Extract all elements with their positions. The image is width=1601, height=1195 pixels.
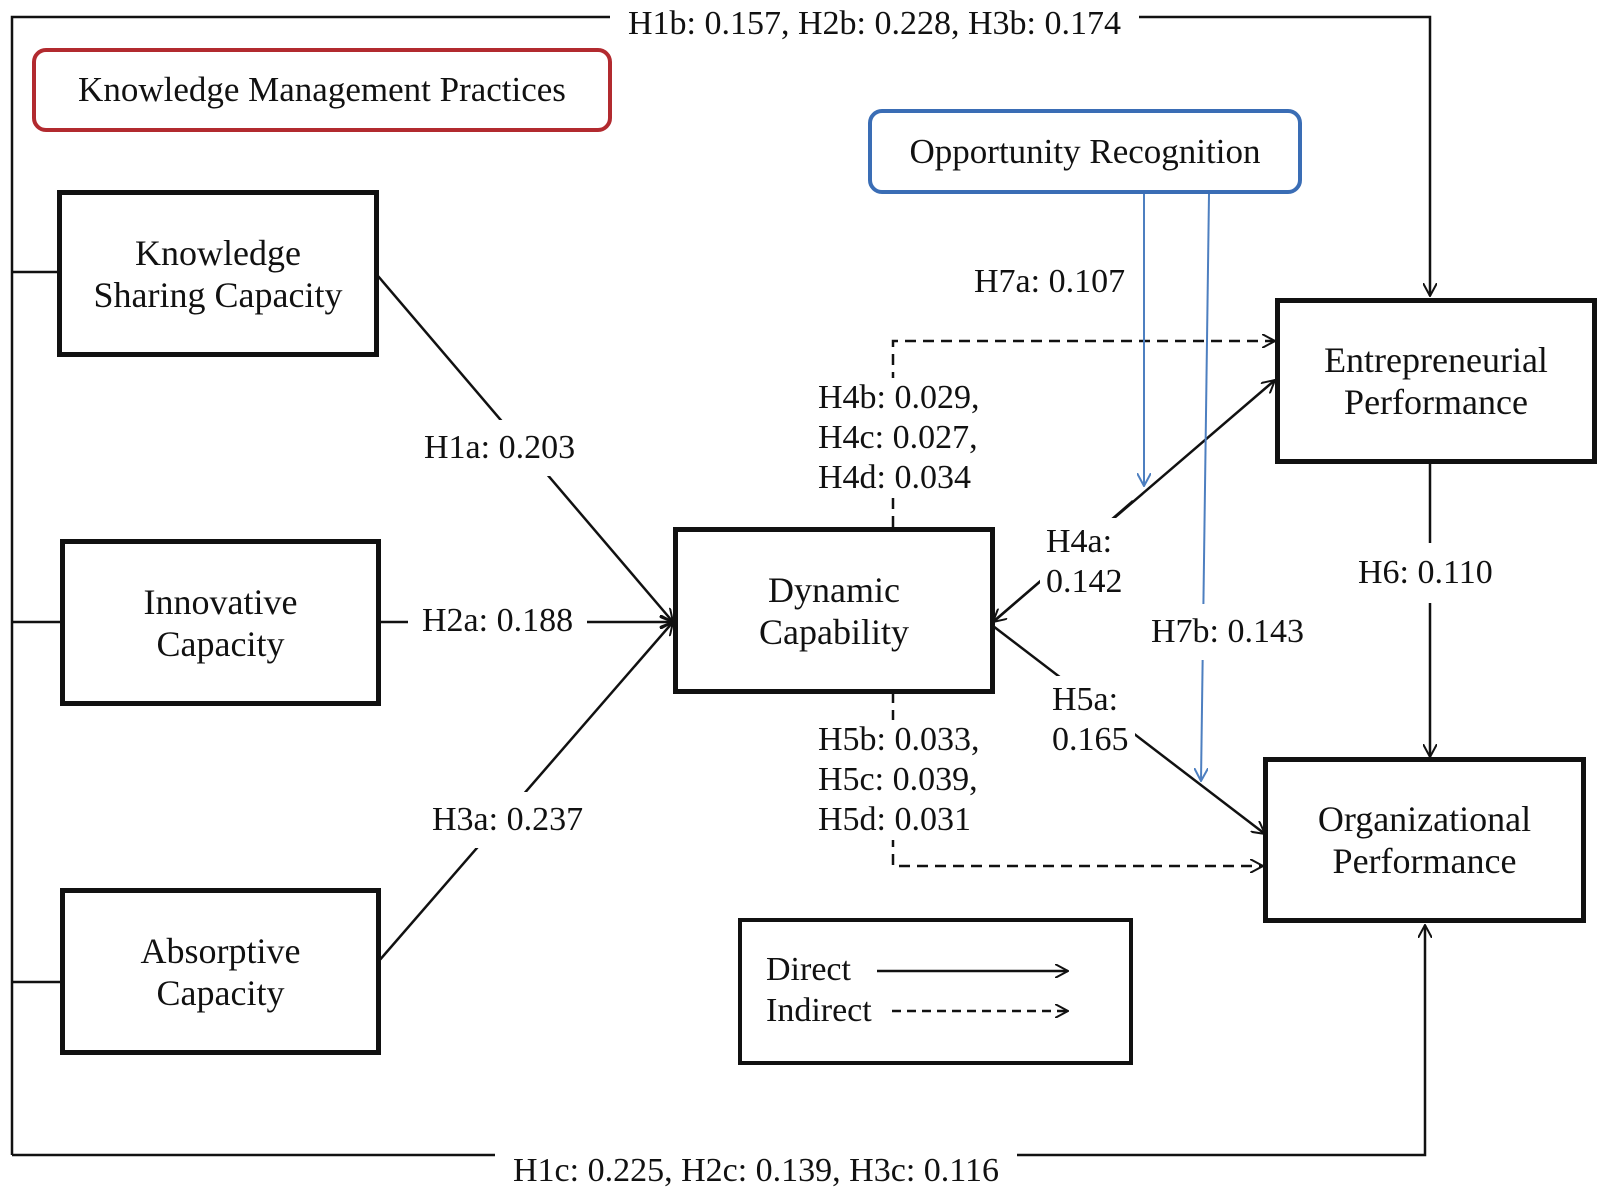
node-entrepreneurial-performance: Entrepreneurial Performance: [1275, 298, 1597, 464]
label-h5a: H5a: 0.165: [1046, 676, 1135, 764]
label-h1b-h2b-h3b: H1b: 0.157, H2b: 0.228, H3b: 0.174: [610, 4, 1139, 44]
label-h4a: H4a: 0.142: [1040, 518, 1129, 606]
label-h1a: H1a: 0.203: [410, 420, 590, 476]
label-h7a: H7a: 0.107: [970, 252, 1130, 312]
node-innovative-capacity: Innovative Capacity: [60, 539, 381, 706]
km-practices-label: Knowledge Management Practices: [32, 48, 612, 132]
node-dynamic-capability: Dynamic Capability: [673, 527, 995, 694]
node-knowledge-sharing-capacity: Knowledge Sharing Capacity: [57, 190, 379, 357]
km-outer-path-bottom: [12, 925, 1425, 1157]
label-h4bcd: H4b: 0.029, H4c: 0.027, H4d: 0.034: [812, 378, 986, 498]
opportunity-recognition-label: Opportunity Recognition: [868, 109, 1302, 194]
h7b-arrow: [1201, 193, 1210, 781]
label-h2a: H2a: 0.188: [408, 601, 588, 641]
node-organizational-performance: Organizational Performance: [1263, 757, 1586, 923]
legend-box: [738, 918, 1133, 1065]
label-h1c-h2c-h3c: H1c: 0.225, H2c: 0.139, H3c: 0.116: [495, 1151, 1018, 1191]
label-h5bcd: H5b: 0.033, H5c: 0.039, H5d: 0.031: [812, 720, 986, 840]
label-h6: H6: 0.110: [1350, 543, 1501, 603]
legend-indirect-label: Indirect: [766, 992, 872, 1029]
label-h3a: H3a: 0.237: [418, 792, 598, 848]
legend-direct-label: Direct: [766, 951, 851, 988]
node-absorptive-capacity: Absorptive Capacity: [60, 888, 381, 1055]
label-h7b: H7b: 0.143: [1145, 604, 1310, 660]
